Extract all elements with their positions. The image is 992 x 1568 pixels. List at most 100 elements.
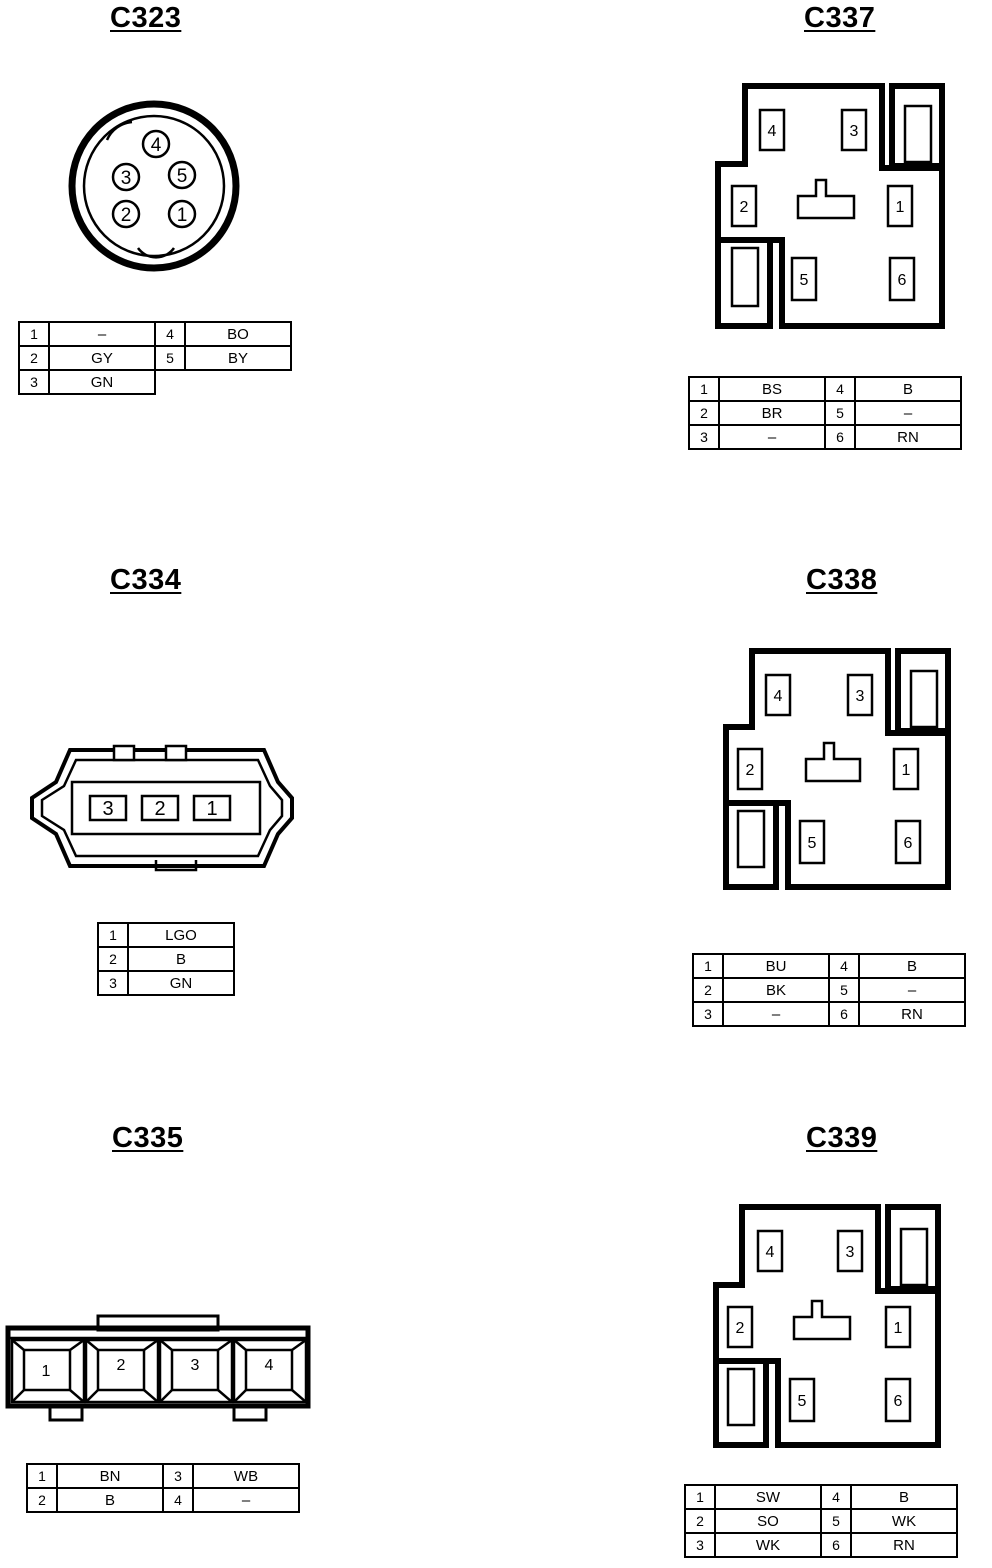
connector-title-c338: C338 — [806, 564, 878, 596]
cavity-label: 3 — [850, 123, 859, 140]
cavity-label: 1 — [42, 1363, 51, 1380]
wire-color: GN — [48, 369, 156, 395]
wire-color: RN — [854, 424, 962, 450]
cavity-label: 2 — [736, 1320, 745, 1337]
cavity-label: 3 — [846, 1244, 855, 1261]
cavity-label: 1 — [206, 798, 217, 820]
pin-number: 6 — [820, 1532, 852, 1558]
wire-color: BN — [56, 1463, 164, 1489]
pin-number: 3 — [18, 369, 50, 395]
connector-title-c323: C323 — [110, 2, 182, 34]
wire-color: BU — [722, 953, 830, 979]
pin-number: 3 — [162, 1463, 194, 1489]
table-row: 3 – 6 RN — [688, 424, 962, 450]
pinout-table-c338: 1 BU 4 B 2 BK 5 – 3 – 6 RN — [692, 953, 966, 1027]
pin-number: 3 — [688, 424, 720, 450]
table-row: 1 – 4 BO — [18, 321, 292, 347]
cavity-label: 2 — [117, 1357, 126, 1374]
table-row: 2 BR 5 – — [688, 400, 962, 426]
pin-number: 4 — [824, 376, 856, 402]
table-row: 2 B — [97, 946, 235, 972]
wire-color: BR — [718, 400, 826, 426]
cavity-label: 3 — [121, 168, 132, 189]
pinout-table-c334: 1 LGO 2 B 3 GN — [97, 922, 235, 996]
cavity-label: 4 — [766, 1244, 775, 1261]
pin-number: 1 — [26, 1463, 58, 1489]
pin-number: 1 — [692, 953, 724, 979]
table-row: 1 LGO — [97, 922, 235, 948]
cavity-label: 1 — [902, 762, 911, 779]
cavity-label: 2 — [121, 205, 132, 226]
table-row: 2 B 4 – — [26, 1487, 300, 1513]
cavity-label: 2 — [740, 199, 749, 216]
connector-title-c334: C334 — [110, 564, 182, 596]
connector-face-c334: 3 2 1 — [30, 744, 294, 872]
pin-number: 5 — [820, 1508, 852, 1534]
table-row: 3 GN — [97, 970, 235, 996]
connector-title-c335: C335 — [112, 1122, 184, 1154]
wire-color: B — [850, 1484, 958, 1510]
wire-color: B — [854, 376, 962, 402]
wire-color: SO — [714, 1508, 822, 1534]
connector-face-c339: 4 3 2 1 5 6 — [713, 1204, 941, 1448]
wire-color: – — [858, 977, 966, 1003]
table-row: 1 BS 4 B — [688, 376, 962, 402]
cavity-label: 5 — [800, 272, 809, 289]
pin-number: 5 — [828, 977, 860, 1003]
pin-number: 1 — [688, 376, 720, 402]
pin-number: 2 — [26, 1487, 58, 1513]
cavity-label: 5 — [177, 166, 188, 187]
wire-color: RN — [850, 1532, 958, 1558]
pinout-table-c339: 1 SW 4 B 2 SO 5 WK 3 WK 6 RN — [684, 1484, 958, 1558]
cavity-label: 3 — [191, 1357, 200, 1374]
connector-face-c323: 4 3 5 2 1 — [68, 100, 240, 272]
pin-number: 4 — [828, 953, 860, 979]
table-row: 1 SW 4 B — [684, 1484, 958, 1510]
cavity-label: 3 — [102, 798, 113, 820]
cavity-label: 4 — [265, 1357, 274, 1374]
connector-face-c335: 1 2 3 4 — [5, 1314, 311, 1422]
pinout-table-c335: 1 BN 3 WB 2 B 4 – — [26, 1463, 300, 1513]
cavity-label: 5 — [798, 1393, 807, 1410]
wire-color: GY — [48, 345, 156, 371]
wire-color: WB — [192, 1463, 300, 1489]
wire-color: LGO — [127, 922, 235, 948]
table-row: 1 BN 3 WB — [26, 1463, 300, 1489]
cavity-label: 4 — [151, 135, 162, 156]
wire-color: WK — [850, 1508, 958, 1534]
pin-number: 3 — [692, 1001, 724, 1027]
connector-face-c338: 4 3 2 1 5 6 — [723, 648, 951, 890]
wire-color: – — [48, 321, 156, 347]
pin-number: 4 — [154, 321, 186, 347]
wire-color: BY — [184, 345, 292, 371]
pin-number: 3 — [97, 970, 129, 996]
wire-color: GN — [127, 970, 235, 996]
pin-number: 6 — [828, 1001, 860, 1027]
pin-number: 2 — [97, 946, 129, 972]
cavity-label: 1 — [896, 199, 905, 216]
wire-color: – — [192, 1487, 300, 1513]
pinout-table-c337: 1 BS 4 B 2 BR 5 – 3 – 6 RN — [688, 376, 962, 450]
pin-number: 5 — [824, 400, 856, 426]
cavity-label: 3 — [856, 688, 865, 705]
pin-number: 5 — [154, 345, 186, 371]
pin-number: 4 — [162, 1487, 194, 1513]
wire-color: RN — [858, 1001, 966, 1027]
cavity-label: 1 — [177, 205, 188, 226]
pin-number: 3 — [684, 1532, 716, 1558]
connector-face-c337: 4 3 2 1 5 6 — [715, 83, 945, 329]
table-row: 1 BU 4 B — [692, 953, 966, 979]
wire-color: – — [722, 1001, 830, 1027]
pin-number: 4 — [820, 1484, 852, 1510]
wire-color: B — [56, 1487, 164, 1513]
wire-color: BO — [184, 321, 292, 347]
cavity-label: 6 — [894, 1393, 903, 1410]
wire-color: BS — [718, 376, 826, 402]
cavity-label: 2 — [746, 762, 755, 779]
cavity-label: 4 — [768, 123, 777, 140]
pinout-table-c323: 1 – 4 BO 2 GY 5 BY 3 GN — [18, 321, 292, 395]
table-row: 3 GN — [18, 369, 291, 395]
pin-number: 1 — [18, 321, 50, 347]
table-row: 2 BK 5 – — [692, 977, 966, 1003]
table-row: 3 WK 6 RN — [684, 1532, 958, 1558]
